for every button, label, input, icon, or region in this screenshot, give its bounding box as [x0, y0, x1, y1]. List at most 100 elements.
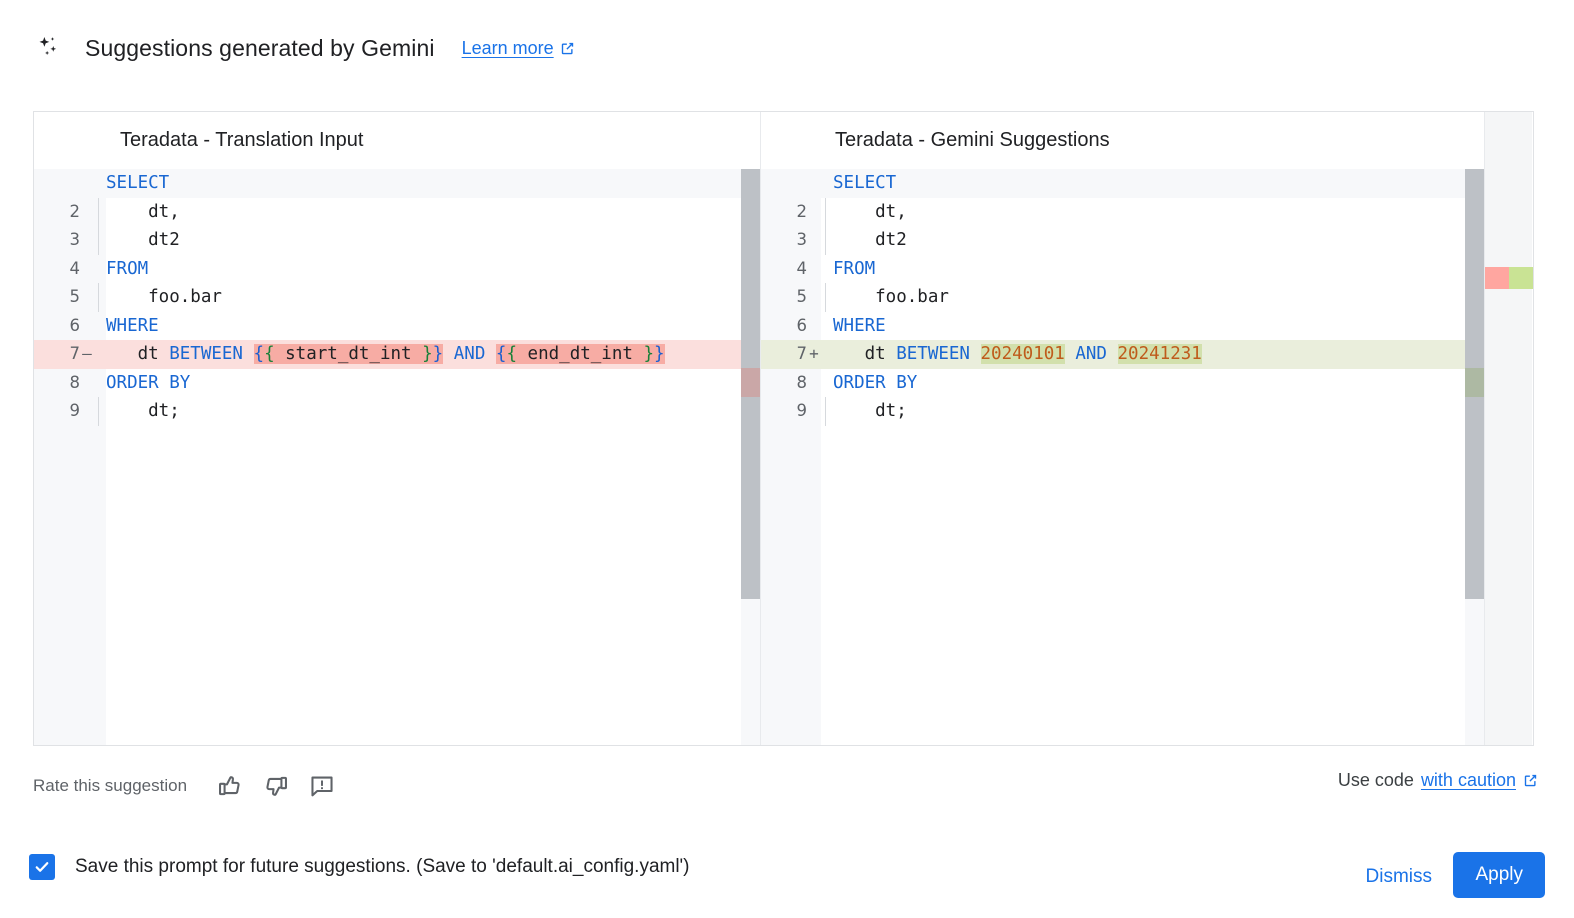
code-text: dt; — [833, 397, 1484, 426]
diff-pane-left: Teradata - Translation Input 1SELECT2 dt… — [34, 112, 761, 745]
code-token: ORDER BY — [106, 372, 191, 393]
indent-guide — [821, 197, 833, 227]
line-number: 9 — [796, 401, 808, 420]
save-prompt-checkbox[interactable] — [29, 854, 55, 880]
line-number: 2 — [796, 201, 808, 221]
diff-pane-left-header: Teradata - Translation Input — [34, 112, 760, 169]
save-prompt-checkbox-row[interactable]: Save this prompt for future suggestions.… — [29, 854, 690, 880]
report-feedback-icon[interactable] — [309, 773, 335, 799]
overview-marker-removed — [1485, 267, 1509, 289]
thumb-down-icon[interactable] — [263, 773, 289, 799]
code-line: 7+ dt BETWEEN 20240101 AND 20241231 — [761, 340, 1484, 369]
code-token: BETWEEN — [896, 344, 981, 364]
learn-more-link[interactable]: Learn more — [461, 37, 554, 58]
indent-guide — [821, 340, 833, 369]
apply-button[interactable]: Apply — [1453, 852, 1545, 898]
indent-guide — [821, 312, 833, 341]
code-token: FROM — [106, 258, 149, 279]
learn-more[interactable]: Learn more — [462, 38, 575, 59]
code-text: dt2 — [106, 226, 760, 255]
code-text: SELECT — [106, 169, 760, 198]
line-number: 3 — [796, 230, 808, 249]
code-text: dt; — [106, 397, 760, 426]
code-token: 20241231 — [1117, 344, 1202, 364]
code-token: FROM — [833, 258, 876, 279]
diff-pane-left-title: Teradata - Translation Input — [120, 129, 364, 151]
line-number-gutter — [34, 169, 106, 745]
code-token: { — [506, 344, 518, 364]
code-token: WHERE — [106, 315, 159, 336]
code-line: 4 FROM — [761, 255, 1484, 284]
active-line-highlight — [761, 169, 1484, 198]
code-token — [443, 344, 454, 364]
code-token: dt2 — [833, 230, 907, 250]
diff-sign: + — [809, 344, 819, 363]
active-line-highlight — [34, 169, 760, 198]
code-line: 9 dt; — [761, 397, 1484, 426]
diff-card: Teradata - Translation Input 1SELECT2 dt… — [33, 111, 1534, 746]
code-token: } — [422, 344, 433, 364]
panel-header: Suggestions generated by Gemini Learn mo… — [33, 24, 575, 72]
code-token: SELECT — [106, 173, 170, 193]
code-token: start_dt_int — [274, 344, 423, 364]
use-code-prefix: Use code — [1337, 770, 1414, 790]
external-link-icon — [561, 42, 573, 54]
scrollbar-thumb[interactable] — [1465, 169, 1484, 599]
dismiss-button[interactable]: Dismiss — [1354, 856, 1445, 898]
diff-overview-ruler[interactable] — [1484, 112, 1533, 745]
diff-pane-right-header: Teradata - Gemini Suggestions — [761, 112, 1484, 169]
indent-guide — [94, 169, 106, 198]
save-prompt-label: Save this prompt for future suggestions.… — [75, 856, 690, 877]
code-text: dt, — [833, 198, 1484, 227]
code-text: SELECT — [833, 169, 1484, 198]
code-token: dt, — [833, 201, 907, 222]
code-text: foo.bar — [833, 283, 1484, 312]
indent-guide — [94, 397, 106, 426]
code-token: } — [643, 344, 654, 364]
code-text: dt BETWEEN {{ start_dt_int }} AND {{ end… — [106, 340, 760, 369]
line-number: 5 — [69, 287, 81, 306]
line-number: 2 — [69, 201, 81, 221]
indent-guide — [94, 283, 106, 312]
code-token — [485, 344, 496, 364]
thumb-up-icon[interactable] — [217, 773, 243, 799]
code-text: WHERE — [833, 312, 1484, 341]
overview-ruler-change-marker[interactable] — [1485, 267, 1533, 289]
code-line: 2 dt, — [34, 197, 760, 227]
diff-pane-right-title: Teradata - Gemini Suggestions — [835, 129, 1110, 151]
line-number: 4 — [69, 258, 81, 278]
code-token: dt — [137, 344, 170, 364]
code-line: 2 dt, — [761, 197, 1484, 227]
vertical-scrollbar-left[interactable] — [741, 169, 760, 745]
line-number: 9 — [69, 401, 81, 420]
rate-suggestion-label: Rate this suggestion — [33, 776, 188, 795]
indent-guide — [94, 255, 106, 284]
code-token — [1107, 344, 1118, 364]
code-token: foo.bar — [833, 287, 949, 307]
code-text: WHERE — [106, 312, 760, 341]
code-token: foo.bar — [106, 287, 222, 307]
line-number: 4 — [796, 258, 808, 278]
use-code-with-caution: Use code with caution — [1338, 770, 1538, 791]
checkmark-icon — [35, 862, 49, 872]
code-token: SELECT — [833, 173, 897, 193]
with-caution-link[interactable]: with caution — [1420, 770, 1516, 790]
code-token — [106, 344, 138, 364]
code-line: 1SELECT — [761, 169, 1484, 198]
code-text: foo.bar — [106, 283, 760, 312]
line-number: 6 — [69, 315, 81, 335]
overview-marker-added — [1509, 267, 1533, 289]
vertical-scrollbar-right[interactable] — [1465, 169, 1484, 745]
code-token: dt2 — [106, 230, 180, 250]
code-text: ORDER BY — [833, 369, 1484, 398]
code-token: AND — [453, 344, 486, 364]
code-token: dt — [864, 344, 897, 364]
scrollbar-thumb[interactable] — [741, 169, 760, 599]
code-text: dt2 — [833, 226, 1484, 255]
code-token — [833, 344, 865, 364]
